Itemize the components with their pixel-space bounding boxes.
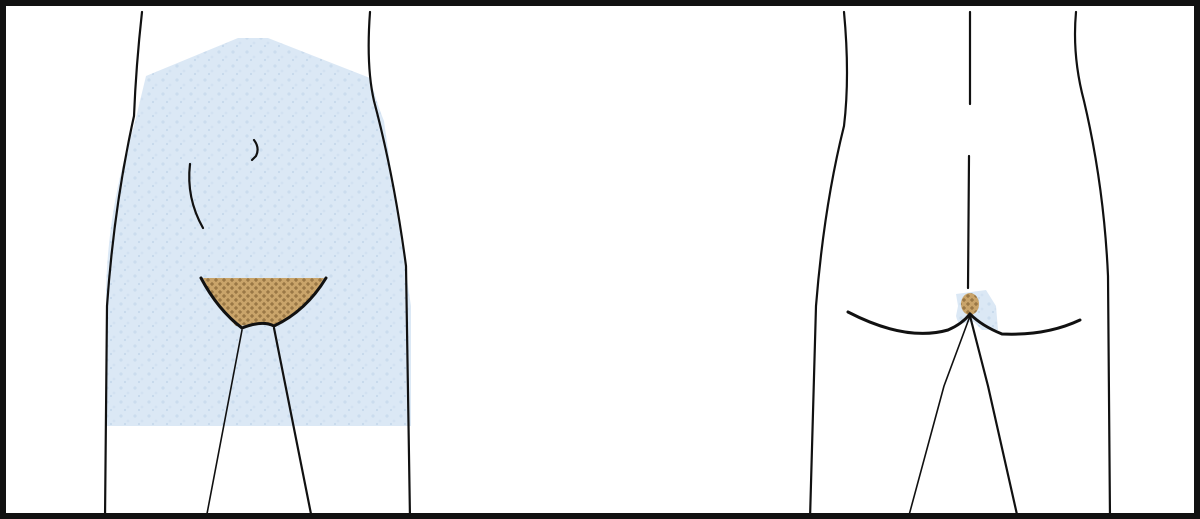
body-diagram [6, 6, 1200, 519]
back-left-buttock-crease [848, 312, 970, 333]
back-inner-right-leg [970, 316, 1018, 519]
back-view [810, 12, 1110, 519]
back-left-body-outline [810, 12, 847, 519]
front-light-blue-area [106, 38, 411, 426]
back-brown-spot [961, 293, 979, 315]
front-view [105, 12, 411, 519]
back-right-body-outline [1075, 12, 1110, 519]
back-inner-left-leg [908, 316, 970, 519]
back-spine-lower [968, 156, 969, 288]
